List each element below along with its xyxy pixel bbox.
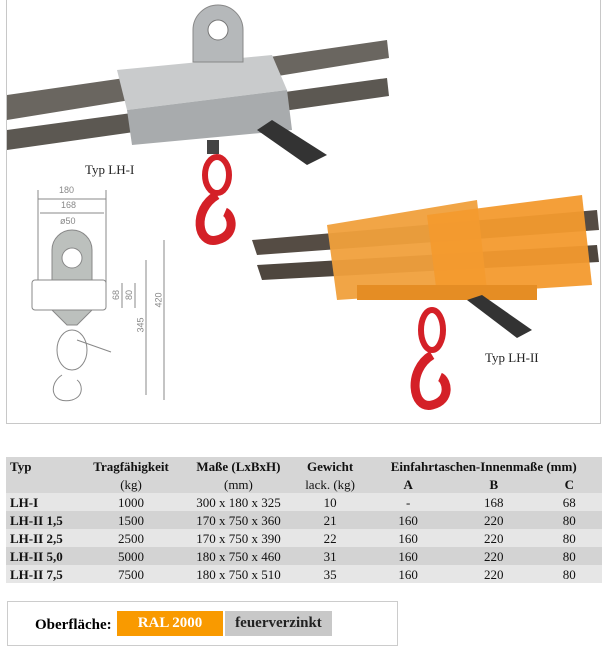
product-image: Typ LH-I Typ LH-II 180 168 ø50 68 80 345… bbox=[6, 0, 601, 424]
surface-label: Oberfläche: bbox=[35, 617, 112, 633]
table-cell: 35 bbox=[323, 566, 337, 582]
ral-2000-option[interactable]: RAL 2000 bbox=[117, 611, 223, 636]
table-cell: 21 bbox=[323, 512, 337, 528]
table-cell: 160 bbox=[398, 566, 418, 582]
table-cell: LH-II 5,0 bbox=[10, 548, 63, 564]
header-typ: Typ bbox=[10, 458, 32, 474]
table-cell: 160 bbox=[398, 530, 418, 546]
table-row: LH-II 2,5 2500 170 x 750 x 390 22 160 220 80 bbox=[6, 529, 602, 547]
table-cell: 68 bbox=[562, 494, 576, 510]
table-cell: 7500 bbox=[118, 566, 145, 582]
table-row: LH-II 1,5 1500 170 x 750 x 360 21 160 220 80 bbox=[6, 511, 602, 529]
table-cell: 5000 bbox=[118, 548, 145, 564]
dim-168: 168 bbox=[61, 200, 77, 210]
table-cell: LH-II 7,5 bbox=[10, 566, 63, 582]
dim-180: 180 bbox=[59, 185, 75, 195]
dim-420: 420 bbox=[153, 292, 164, 308]
table-cell: 220 bbox=[484, 512, 504, 528]
table-cell: 220 bbox=[484, 530, 504, 546]
header-b: B bbox=[489, 476, 499, 492]
table-cell: 220 bbox=[484, 548, 504, 564]
table-cell: - bbox=[405, 494, 411, 510]
header-weight-unit: lack. (kg) bbox=[305, 476, 355, 492]
header-c: C bbox=[564, 476, 574, 492]
dim-80: 80 bbox=[124, 289, 135, 301]
header-capacity-unit: (kg) bbox=[120, 476, 142, 492]
table-cell: 80 bbox=[562, 530, 576, 546]
caption-lh1: Typ LH-I bbox=[85, 162, 135, 177]
header-dimensions: Maße (LxBxH) bbox=[196, 458, 281, 474]
dim-68: 68 bbox=[111, 289, 122, 301]
table-cell: 80 bbox=[562, 566, 576, 582]
surface-options: Oberfläche: RAL 2000 feuerverzinkt bbox=[7, 601, 398, 646]
table-cell: 168 bbox=[484, 494, 504, 510]
header-weight: Gewicht bbox=[306, 458, 354, 474]
table-cell: 10 bbox=[323, 494, 337, 510]
table-cell: 170 x 750 x 390 bbox=[196, 530, 281, 546]
lh1-top bbox=[117, 55, 287, 110]
table-cell: 22 bbox=[323, 530, 337, 546]
dim-345: 345 bbox=[135, 317, 146, 333]
table-cell: LH-I bbox=[10, 494, 39, 510]
table-cell: 1500 bbox=[118, 512, 145, 528]
header-capacity: Tragfähigkeit bbox=[93, 458, 169, 474]
table-cell: 300 x 180 x 325 bbox=[196, 494, 281, 510]
table-cell: 31 bbox=[323, 548, 337, 564]
dim-d50: ø50 bbox=[60, 216, 76, 226]
galvanized-option[interactable]: feuerverzinkt bbox=[225, 611, 332, 636]
table-cell: LH-II 2,5 bbox=[10, 530, 63, 546]
table-cell: 80 bbox=[562, 512, 576, 528]
header-pockets: Einfahrtaschen-Innenmaße (mm) bbox=[390, 458, 577, 474]
header-a: A bbox=[403, 476, 413, 492]
table-cell: 220 bbox=[484, 566, 504, 582]
table-cell: LH-II 1,5 bbox=[10, 512, 63, 528]
table-cell: 2500 bbox=[118, 530, 145, 546]
table-row: LH-I 1000 300 x 180 x 325 10 - 168 68 bbox=[6, 493, 602, 511]
table-cell: 180 x 750 x 510 bbox=[196, 566, 281, 582]
table-row: LH-II 7,5 7500 180 x 750 x 510 35 160 220 80 bbox=[6, 565, 602, 583]
table-cell: 160 bbox=[398, 548, 418, 564]
table-cell: 80 bbox=[562, 548, 576, 564]
lh1-front bbox=[127, 90, 292, 145]
table-cell: 180 x 750 x 460 bbox=[196, 548, 281, 564]
table-cell: 1000 bbox=[118, 494, 145, 510]
table-cell: 170 x 750 x 360 bbox=[196, 512, 281, 528]
technical-drawing bbox=[31, 190, 165, 402]
product-illustration bbox=[7, 4, 599, 410]
table-cell: 160 bbox=[398, 512, 418, 528]
caption-lh2: Typ LH-II bbox=[485, 350, 539, 365]
table-row: LH-II 5,0 5000 180 x 750 x 460 31 160 220 80 bbox=[6, 547, 602, 565]
header-dimensions-unit: (mm) bbox=[223, 476, 253, 492]
spec-table: Typ Tragfähigkeit Maße (LxBxH) Gewicht E… bbox=[6, 457, 602, 583]
